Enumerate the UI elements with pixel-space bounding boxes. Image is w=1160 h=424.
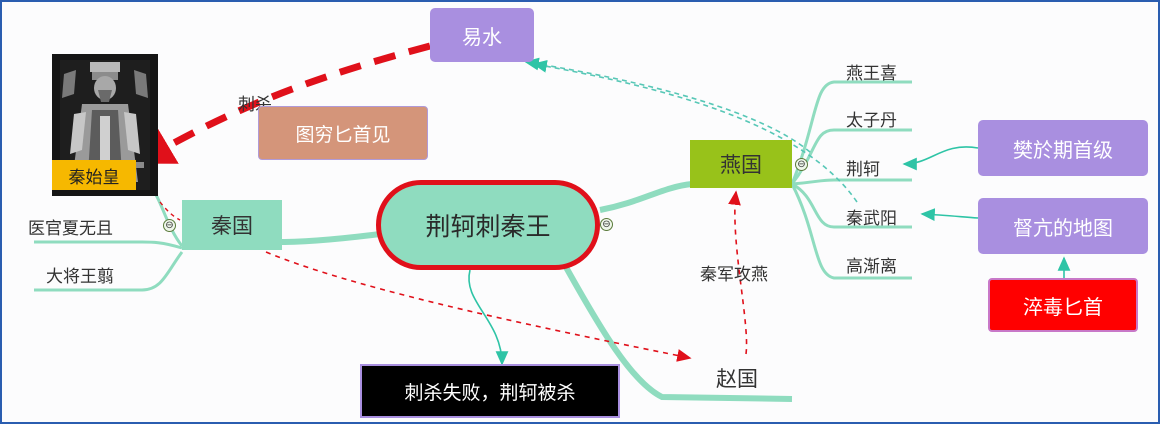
result-label: 刺杀失败，荆轲被杀 xyxy=(404,381,576,404)
dagger-node[interactable]: 淬毒匕首 xyxy=(988,278,1138,332)
assassination-line xyxy=(137,42,431,164)
yan-child-gaojianli[interactable]: 高渐离 xyxy=(846,257,897,277)
branch-central-to-yan xyxy=(599,181,693,213)
qin-label: 秦国 xyxy=(211,214,253,238)
dashed-zhao-to-yan xyxy=(728,190,748,355)
qin-child-yiguan[interactable]: 医官夏无且 xyxy=(28,219,113,239)
dashed-qinshihuang-link xyxy=(159,201,181,221)
central-topic[interactable]: 荆轲刺秦王 xyxy=(376,180,600,270)
qin-node[interactable]: 秦国 xyxy=(182,200,282,250)
yan-child-taizidan[interactable]: 太子丹 xyxy=(846,111,897,131)
branch-qin-to-wangjian xyxy=(34,251,184,292)
central-topic-label: 荆轲刺秦王 xyxy=(425,212,551,241)
arrow-map-to-qinwuyang xyxy=(920,208,979,222)
dashed-jingke-to-yishui xyxy=(524,57,811,153)
qin-child-wangjian[interactable]: 大将王翦 xyxy=(46,267,114,287)
tuqiong-node[interactable]: 图穷匕首见 xyxy=(258,106,428,160)
map-node[interactable]: 督亢的地图 xyxy=(978,198,1148,254)
yan-child-qinwuyang[interactable]: 秦武阳 xyxy=(846,209,897,229)
branch-qin-to-shihuang xyxy=(150,187,184,247)
relation-label-qin-attack: 秦军攻燕 xyxy=(700,265,768,285)
branch-qin-to-yiguan xyxy=(34,240,183,250)
result-node[interactable]: 刺杀失败，荆轲被杀 xyxy=(360,364,620,418)
yan-child-jingke[interactable]: 荆轲 xyxy=(846,160,880,180)
qinshihuang-node[interactable]: 秦始皇 xyxy=(52,160,136,190)
branch-central-to-zhao xyxy=(559,258,793,402)
yan-child-yanwangxi[interactable]: 燕王喜 xyxy=(846,64,897,84)
fanyuqi-node[interactable]: 樊於期首级 xyxy=(978,120,1148,176)
arrow-fanyuqi-to-jingke xyxy=(902,146,979,171)
branch-yan-to-qinwuyang xyxy=(791,182,912,229)
yishui-node[interactable]: 易水 xyxy=(430,8,534,62)
central-collapse-toggle[interactable]: ⊖ xyxy=(600,218,613,231)
tuqiong-label: 图穷匕首见 xyxy=(295,123,391,146)
dashed-qin-to-zhao xyxy=(265,251,692,362)
yan-node[interactable]: 燕国 xyxy=(690,140,792,188)
zhao-node[interactable]: 赵国 xyxy=(716,367,758,391)
qin-collapse-toggle[interactable]: ⊖ xyxy=(163,219,176,232)
map-label: 督亢的地图 xyxy=(1013,215,1113,240)
branch-yan-to-gaojianli xyxy=(790,183,912,280)
yishui-label: 易水 xyxy=(462,24,502,49)
dashed-qinwuyang-to-yishui xyxy=(532,59,858,203)
dagger-label: 淬毒匕首 xyxy=(1023,294,1103,319)
fanyuqi-label: 樊於期首级 xyxy=(1013,137,1113,162)
yan-collapse-toggle[interactable]: ⊖ xyxy=(795,158,808,171)
branch-central-to-qin xyxy=(279,231,381,245)
branch-yan-to-jingke xyxy=(791,178,912,186)
yan-label: 燕国 xyxy=(720,153,762,177)
arrow-central-to-result xyxy=(468,269,509,366)
branch-yan-to-taizidan xyxy=(790,128,912,185)
qinshihuang-label: 秦始皇 xyxy=(68,167,120,188)
